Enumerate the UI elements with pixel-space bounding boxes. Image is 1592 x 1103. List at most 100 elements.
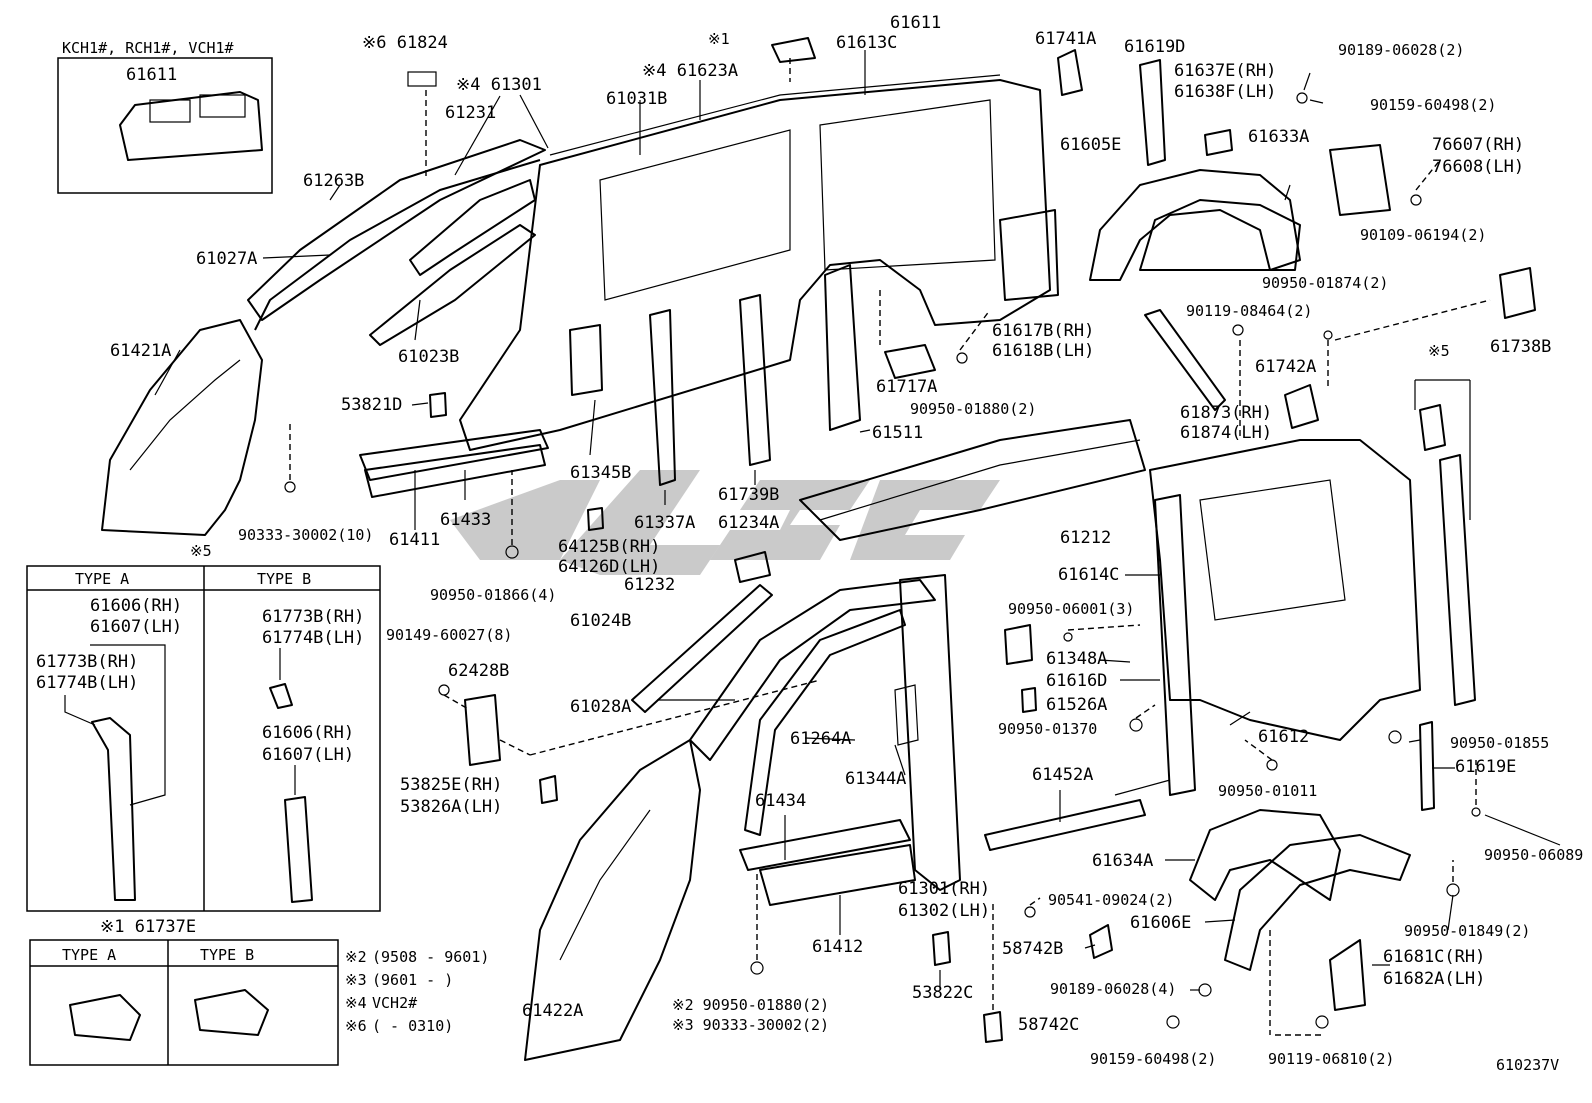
part-label: 61345B	[570, 463, 631, 483]
part-label: 76607(RH)	[1432, 135, 1524, 155]
roof-rail-61212	[799, 419, 1146, 541]
rocker-61412	[759, 844, 916, 906]
windshield-frame-part	[254, 159, 541, 331]
nut-90950-01866	[505, 545, 519, 559]
part-label: 90159-60498(2)	[1370, 96, 1496, 114]
type5-a-part-1: 61607(LH)	[90, 617, 182, 637]
part-label: 61634A	[1092, 851, 1153, 871]
rocker-outer-part	[364, 444, 546, 498]
pillar-brace-61619d	[1139, 59, 1166, 166]
type5-b-header: TYPE B	[257, 570, 311, 588]
bracket-61741a	[1057, 49, 1083, 96]
front-pillar-61422a	[524, 739, 701, 1061]
part-label: 61873(RH)	[1180, 403, 1272, 423]
nut-90950-01849	[1446, 883, 1460, 897]
part-label: 61717A	[876, 377, 937, 397]
part-label: 90541-09024(2)	[1048, 891, 1174, 909]
type5-b-part-1: 61774B(LH)	[262, 628, 364, 648]
pad-53822c	[932, 931, 951, 966]
part-label: 53821D	[341, 395, 402, 415]
part-labels: ※6 61824 ※4 61301 61231 61263B 61027A 61…	[110, 13, 1583, 1068]
inset-window-1	[149, 99, 191, 123]
inset-variant-box: KCH1#, RCH1#, VCH1# 61611	[57, 39, 273, 194]
part-label: 90950-01855	[1450, 734, 1549, 752]
part-label: 90950-01370	[998, 720, 1097, 738]
part-label: 61302(LH)	[898, 901, 990, 921]
rocker-61434	[739, 819, 911, 871]
bracket-61717a	[884, 344, 936, 379]
quarter-panel-61612	[1149, 439, 1421, 741]
part-label: 90189-06028(4)	[1050, 980, 1176, 998]
part-label: 58742B	[1002, 939, 1063, 959]
pocket-62428b	[464, 694, 501, 766]
part-label: 61606E	[1130, 913, 1191, 933]
notes-block: ※2 (9508 - 9601) ※3 (9601 - ) ※4 VCH2# ※…	[345, 948, 489, 1035]
bolt-90333	[284, 481, 296, 493]
brace-61619e	[1419, 721, 1435, 811]
part-label: 61027A	[196, 249, 257, 269]
inset-window-2	[199, 94, 246, 118]
inset-panel-outline	[119, 91, 263, 161]
type5-a-part-0: 61606(RH)	[90, 596, 182, 616]
windshield-side-part	[369, 224, 536, 346]
note-mark-3: ※6	[345, 1017, 367, 1035]
part-label: 90119-06810(2)	[1268, 1050, 1394, 1068]
part-label: 61337A	[634, 513, 695, 533]
part-label: ※2 90950-01880(2)	[672, 996, 829, 1014]
part-label: 61511	[872, 423, 923, 443]
type5-marker: ※5	[190, 542, 212, 560]
bracket-61526a	[1021, 687, 1037, 713]
weatherstrip-61264a	[744, 609, 906, 836]
a-pillar-61028a	[689, 579, 936, 761]
note-mark-1: ※3	[345, 971, 367, 989]
b-pillar-latch	[894, 684, 919, 746]
bracket-61737e	[771, 37, 816, 63]
part-label: 64125B(RH)	[558, 537, 660, 557]
part-label: 61234A	[718, 513, 779, 533]
part-label: 61023B	[398, 347, 459, 367]
note-mark-2: ※4	[345, 994, 367, 1012]
part-label: 61301(RH)	[898, 879, 990, 899]
part-label: 61421A	[110, 341, 171, 361]
clip-90149-60027	[438, 684, 450, 696]
roof-rail-part	[247, 139, 546, 321]
part-label: 90159-60498(2)	[1090, 1050, 1216, 1068]
front-pillar-part	[101, 319, 263, 536]
cover-64125b	[587, 507, 604, 531]
center-pillar-part	[649, 309, 676, 486]
note-text-2: VCH2#	[372, 994, 417, 1012]
part-label: ※1	[708, 30, 730, 48]
part-label: ※4 61623A	[642, 61, 738, 81]
pillar-61614c	[1154, 494, 1196, 796]
part-label: 61742A	[1255, 357, 1316, 377]
part-label: 62428B	[448, 661, 509, 681]
pocket-61345b	[569, 324, 603, 396]
part-label: 61031B	[606, 89, 667, 109]
bolt-90189-06028-lower	[1198, 983, 1212, 997]
type1-box: ※1 61737E TYPE A TYPE B	[29, 917, 339, 1066]
rocker-sill-part	[359, 429, 549, 481]
part-label: 61344A	[845, 769, 906, 789]
inset-models-label: KCH1#, RCH1#, VCH1#	[62, 39, 234, 57]
rear-pillar-part	[824, 264, 861, 431]
part-label: 61874(LH)	[1180, 423, 1272, 443]
part-label: 53826A(LH)	[400, 797, 502, 817]
wheelhouse-inner-61633a	[1139, 199, 1301, 271]
type1-a-header: TYPE A	[62, 946, 116, 964]
part-label: 61433	[440, 510, 491, 530]
part-label: 76608(LH)	[1432, 157, 1524, 177]
wheelhouse-61634a	[1189, 809, 1341, 901]
part-label: 61619E	[1455, 757, 1516, 777]
roof-rail-edge	[819, 439, 1141, 521]
rocker-61452a	[984, 799, 1146, 851]
type5-a-header: TYPE A	[75, 570, 129, 588]
part-label: 61024B	[570, 611, 631, 631]
nut-90119-06810	[1315, 1015, 1329, 1029]
bolt-90189-06028	[1296, 92, 1308, 104]
quarter-window	[1199, 479, 1346, 621]
part-label: 90149-60027(8)	[386, 626, 512, 644]
part-label: 61411	[389, 530, 440, 550]
strap-61873	[1144, 309, 1226, 411]
